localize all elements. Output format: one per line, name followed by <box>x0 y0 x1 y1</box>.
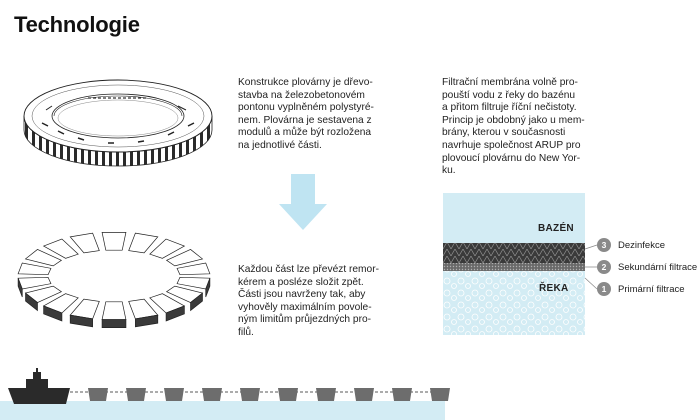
text-line: filů. <box>238 326 254 338</box>
pool-module <box>17 276 52 290</box>
tug-boat-icon <box>8 368 70 404</box>
pool-module <box>165 249 204 267</box>
towed-module <box>278 388 298 401</box>
separated-modules-illustration <box>17 231 211 329</box>
towed-module <box>202 388 222 401</box>
pool-module <box>17 262 52 276</box>
text-line: vyhověly maximálním povole- <box>238 301 372 313</box>
filtration-diagram: BAZÉN ŘEKA <box>443 193 585 335</box>
pool-module <box>128 232 159 254</box>
text-line: pouští vodu z řeky do bazénu <box>442 89 576 101</box>
towed-module <box>316 388 336 401</box>
layer-3: 3 Dezinfekce <box>597 238 665 252</box>
text-line: na jednotlivé části. <box>238 139 322 151</box>
leader-lines <box>584 244 598 290</box>
text-line: nem. Plovárna je sestavena z <box>238 114 372 126</box>
text-line: stavba na železobetonovém <box>238 89 365 101</box>
towed-module <box>392 388 412 401</box>
module-side <box>135 314 159 328</box>
layer-name: Sekundární filtrace <box>618 261 698 273</box>
towed-module <box>88 388 108 401</box>
transport-text: Každou část lze převézt remor-kérem a po… <box>238 264 408 340</box>
module-side <box>17 278 23 298</box>
construction-text: Konstrukce plovárny je dřevo-stavba na ž… <box>238 77 408 153</box>
pool-label: BAZÉN <box>538 223 574 234</box>
module-side <box>69 314 93 328</box>
river-label: ŘEKA <box>539 283 569 294</box>
layer-name: Primární filtrace <box>618 283 685 295</box>
text-line: Filtrační membrána volně pro- <box>442 77 578 88</box>
text-line: Konstrukce plovárny je dřevo- <box>238 77 373 88</box>
pool-module <box>101 231 127 251</box>
text-line: modulů a může být rozložena <box>238 127 372 139</box>
text-line: Princip je obdobný jako u mem- <box>442 114 585 126</box>
layer-2: 2 Sekundární filtrace <box>597 260 697 274</box>
towed-module <box>126 388 146 401</box>
module-side <box>43 305 63 322</box>
pool-module <box>176 276 211 290</box>
pool-module <box>101 301 127 321</box>
page-title: Technologie <box>14 12 140 37</box>
towed-module <box>240 388 260 401</box>
transport-strip <box>0 368 450 420</box>
pool-module <box>42 238 79 259</box>
number-badge: 3 <box>597 238 611 252</box>
text-line: ku. <box>442 165 456 177</box>
pool-module <box>176 262 211 276</box>
number-badge: 1 <box>597 282 611 296</box>
text-line: navrhuje společnost ARUP pro <box>442 139 581 151</box>
text-line: Každou část lze převézt remor- <box>238 264 379 275</box>
pool-module <box>69 232 100 254</box>
text-line: plovoucí plovárnu do New Yor- <box>442 152 581 164</box>
down-arrow-icon <box>279 174 327 230</box>
text-line: kérem a posléze složit zpět. <box>238 276 364 288</box>
number-badge: 2 <box>597 260 611 274</box>
pool-module <box>24 249 63 267</box>
assembled-pool-illustration <box>23 79 213 167</box>
module-side <box>25 292 38 312</box>
text-line: pontonu vyplněném polystyré- <box>238 102 374 114</box>
river-water <box>0 401 445 420</box>
text-line: Části jsou navrženy tak, aby <box>238 289 366 301</box>
towed-module <box>354 388 374 401</box>
module-side <box>165 305 185 322</box>
towed-module <box>164 388 184 401</box>
towed-module <box>430 388 450 401</box>
membrane-text: Filtrační membrána volně pro-pouští vodu… <box>442 77 622 178</box>
module-side <box>205 278 211 298</box>
text-line: brány, kterou v současnosti <box>442 127 566 139</box>
module-side <box>101 319 127 329</box>
module-side <box>190 292 203 312</box>
pool-module <box>149 238 186 259</box>
layer-name: Dezinfekce <box>618 239 665 251</box>
layer-1: 1 Primární filtrace <box>597 282 685 296</box>
text-line: a přitom filtruje říční nečistoty. <box>442 102 577 114</box>
text-line: ným limitům průjezdných pro- <box>238 314 372 326</box>
